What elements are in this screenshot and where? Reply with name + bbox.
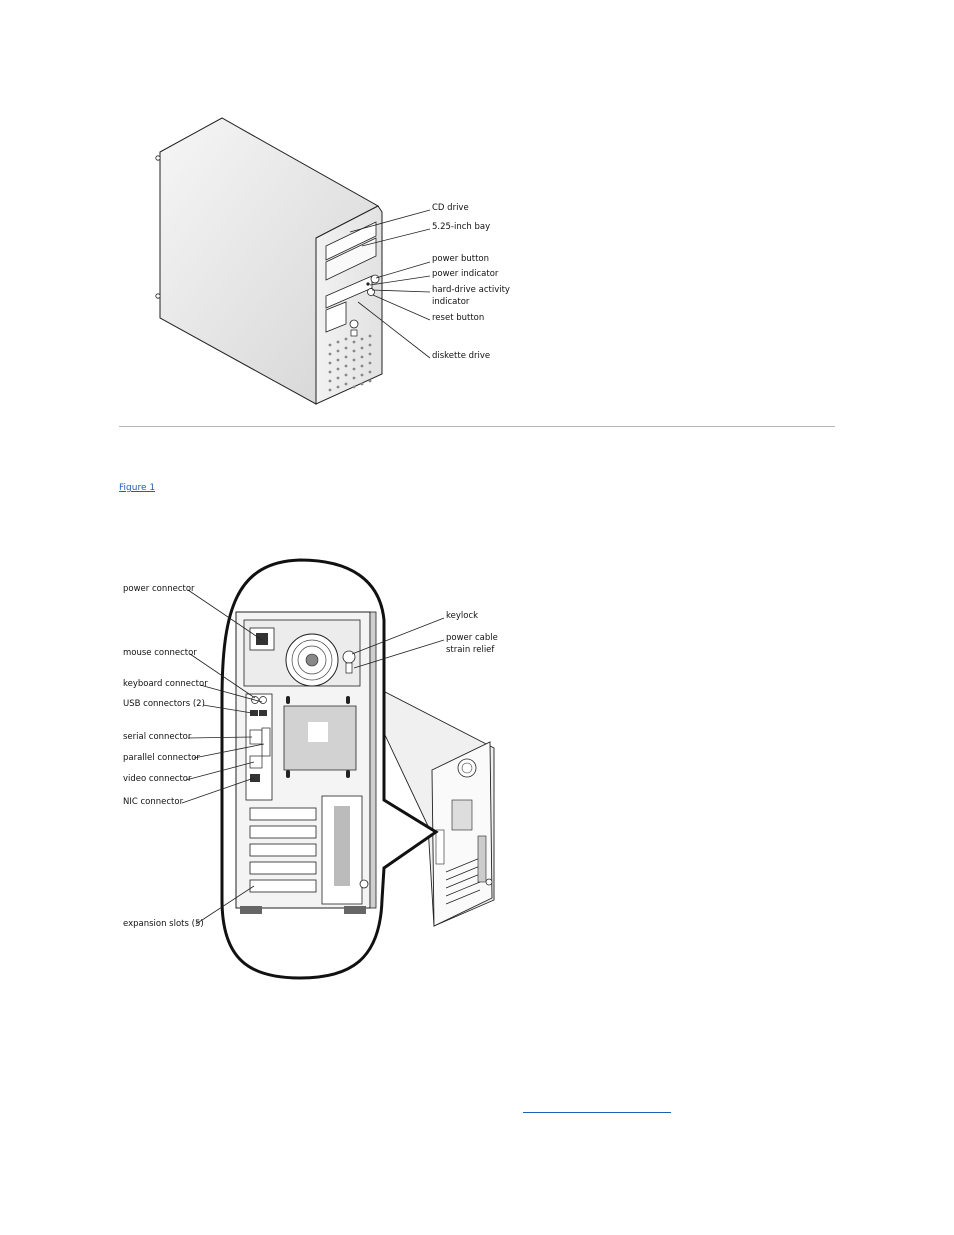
callout-power-button: power button xyxy=(432,254,490,264)
callout-power-indicator: power indicator xyxy=(432,269,499,279)
callout-hdd-activity-line1: hard-drive activity xyxy=(432,285,510,295)
bottom-link-underline[interactable] xyxy=(523,1112,671,1113)
front-view-illustration xyxy=(155,117,431,405)
callout-strain-relief-line2: strain relief xyxy=(446,645,495,655)
callout-expansion-slots: expansion slots (5) xyxy=(123,919,204,929)
callout-keylock: keylock xyxy=(446,611,479,621)
callout-parallel-connector: parallel connector xyxy=(123,753,200,763)
callout-video-connector: video connector xyxy=(123,774,192,784)
callout-strain-relief-line1: power cable xyxy=(446,633,498,643)
callout-525-bay: 5.25-inch bay xyxy=(432,222,491,232)
back-view-illustration xyxy=(181,558,495,980)
callout-power-connector: power connector xyxy=(123,584,195,594)
section-divider xyxy=(119,426,835,427)
figure-1-link[interactable]: Figure 1 xyxy=(119,483,156,493)
callout-keyboard-connector: keyboard connector xyxy=(123,679,208,689)
callout-usb-connectors: USB connectors (2) xyxy=(123,699,205,709)
callout-cd-drive: CD drive xyxy=(432,203,469,213)
callout-nic-connector: NIC connector xyxy=(123,797,184,807)
callout-mouse-connector: mouse connector xyxy=(123,648,197,658)
callout-hdd-activity-line2: indicator xyxy=(432,297,470,307)
callout-reset-button: reset button xyxy=(432,313,485,323)
callout-diskette-drive: diskette drive xyxy=(432,351,491,361)
callout-serial-connector: serial connector xyxy=(123,732,192,742)
